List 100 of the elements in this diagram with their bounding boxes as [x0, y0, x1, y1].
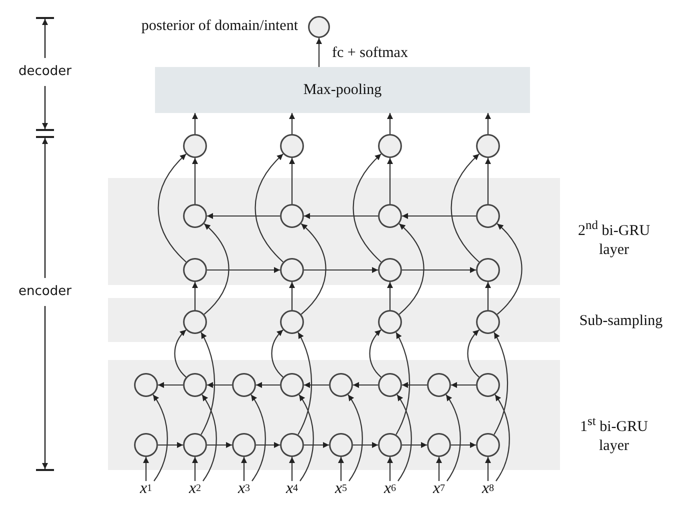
neuron-circle [329, 373, 353, 397]
section-label: decoder [18, 64, 72, 80]
neuron-circle [134, 433, 158, 457]
neuron-circle [378, 433, 402, 457]
arrow [451, 442, 476, 448]
neuron-circle [232, 433, 256, 457]
arrow [207, 213, 280, 219]
neuron-circle [183, 433, 207, 457]
neuron-circle [378, 204, 402, 228]
neuron-circle [329, 433, 353, 457]
neuron-circle [183, 134, 207, 158]
neuron-circle [183, 258, 207, 282]
layer-label: 2$^{nd}$ bi-GRU layer [576, 217, 652, 260]
arrow [494, 394, 510, 482]
arrow [451, 382, 476, 388]
neuron-circle [280, 373, 304, 397]
arrow [152, 394, 168, 482]
arrow [304, 442, 329, 448]
arrow [304, 382, 329, 388]
arrow [338, 457, 344, 481]
neuron-circle [183, 204, 207, 228]
arrow [298, 394, 314, 482]
neuron-circle [476, 310, 500, 334]
arrow [436, 457, 442, 481]
neuron-circle [280, 433, 304, 457]
arrow [192, 113, 198, 134]
arrow [402, 213, 476, 219]
neuron-circle [280, 204, 304, 228]
arrow [353, 382, 378, 388]
arrow [352, 154, 382, 262]
arrow [289, 113, 295, 134]
arrow [192, 282, 198, 310]
arrow [158, 442, 183, 448]
layer-label: 1$^{st}$ bi-GRU layer [579, 413, 649, 456]
arrow [204, 223, 230, 315]
arrow [467, 330, 480, 378]
neuron-circle [280, 134, 304, 158]
edge-label: fc + softmax [331, 44, 409, 60]
arrow [271, 330, 284, 378]
arrow [485, 158, 491, 204]
arrow [396, 394, 412, 482]
arrow [202, 394, 217, 482]
arrow [192, 457, 198, 481]
neuron-circle [427, 433, 451, 457]
arrow [387, 282, 393, 310]
arrow [446, 394, 461, 482]
arrow [494, 332, 508, 435]
arrow [207, 267, 280, 273]
output-caption: posterior of domain/intent [141, 18, 298, 34]
neuron-circle [134, 373, 158, 397]
arrow [256, 442, 280, 448]
arrow [289, 282, 295, 310]
neuron-circle [476, 433, 500, 457]
arrow [387, 113, 393, 134]
arrow [289, 457, 295, 481]
arrow [369, 330, 382, 378]
arrow [387, 158, 393, 204]
arrow [402, 267, 476, 273]
neuron-circle [378, 134, 402, 158]
neuron-circle [183, 310, 207, 334]
arrow [496, 223, 522, 315]
arrow [298, 332, 312, 435]
arrow [250, 394, 266, 482]
neuron-circle [280, 258, 304, 282]
arrow [158, 154, 186, 262]
arrow [207, 442, 232, 448]
neuron-circle [476, 258, 500, 282]
section-label: encoder [18, 284, 72, 300]
arrow [143, 457, 149, 481]
neuron-circle [183, 373, 207, 397]
arrow [402, 382, 427, 388]
arrow [485, 113, 491, 134]
arrow [450, 154, 480, 262]
arrow [256, 382, 280, 388]
neuron-circle [476, 373, 500, 397]
arrow [174, 330, 186, 378]
neuron-circle [232, 373, 256, 397]
arrow [304, 267, 378, 273]
arrow [348, 394, 363, 482]
neuron-circle [378, 258, 402, 282]
neuron-circle [378, 373, 402, 397]
neuron-circle [476, 134, 500, 158]
arrow [158, 382, 183, 388]
arrow [200, 332, 216, 435]
arrow [398, 223, 424, 315]
arrow [241, 457, 247, 481]
neuron-circle [427, 373, 451, 397]
arrow [387, 457, 393, 481]
arrow [316, 38, 322, 67]
arrow [192, 158, 198, 204]
layer-label: Sub-sampling [578, 312, 664, 331]
arrow [300, 223, 326, 315]
neuron-circle [476, 204, 500, 228]
arrow [207, 382, 232, 388]
arrow [289, 158, 295, 204]
layer-box: Max-pooling [155, 67, 530, 113]
neuron-circle [280, 310, 304, 334]
arrow [402, 442, 427, 448]
arrow [304, 213, 378, 219]
arrow [396, 332, 410, 435]
